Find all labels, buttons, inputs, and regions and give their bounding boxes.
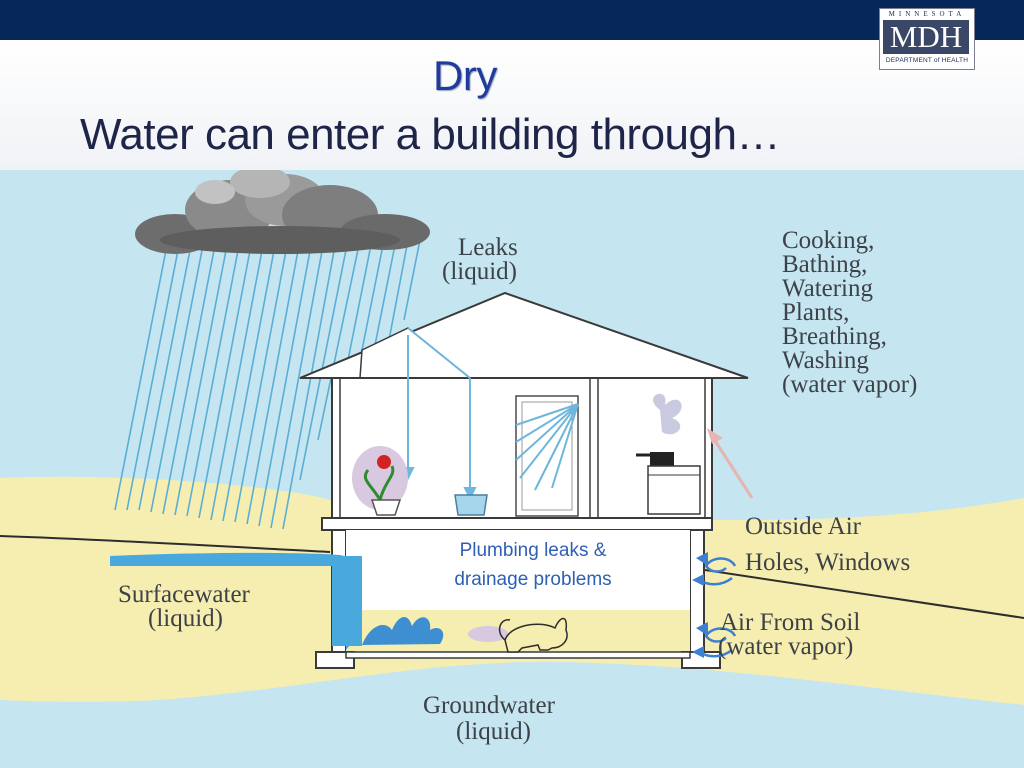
label-surfacewater: Surfacewater xyxy=(118,581,251,608)
label-leaks: Leaks xyxy=(458,234,518,261)
label-watering: Watering xyxy=(782,275,874,302)
label-washing: Washing xyxy=(782,347,869,374)
water-entry-diagram: Leaks (liquid) Cooking, Bathing, Waterin… xyxy=(0,170,1024,768)
basement-flood-splash xyxy=(362,616,444,645)
label-outside-air: Outside Air xyxy=(745,513,862,540)
top-banner xyxy=(0,0,1024,40)
cat xyxy=(498,617,568,653)
callout-line-2: drainage problems xyxy=(454,569,612,590)
groundwater-band xyxy=(0,661,1024,768)
houseplant xyxy=(352,446,408,516)
roof-leak-paths xyxy=(401,327,477,501)
callout-line-1: Plumbing leaks & xyxy=(459,540,607,561)
label-leaks-liquid: (liquid) xyxy=(442,258,517,285)
plumbing-callout: Plumbing leaks & drainage problems xyxy=(418,536,648,594)
ground-surface-line xyxy=(0,535,1024,619)
basement-floor xyxy=(345,651,691,659)
mdh-logo: MINNESOTA MDH DEPARTMENT of HEALTH xyxy=(879,8,975,70)
label-groundwater-liquid: (liquid) xyxy=(456,718,531,745)
logo-state: MINNESOTA xyxy=(888,10,966,18)
shower xyxy=(515,395,579,517)
label-groundwater: Groundwater xyxy=(423,692,556,719)
footing-left xyxy=(315,651,355,669)
slide-subtitle: Water can enter a building through… xyxy=(80,110,780,159)
basement-puddle xyxy=(468,626,508,642)
label-holes-windows: Holes, Windows xyxy=(745,549,910,576)
label-water-vapor: (water vapor) xyxy=(782,371,917,398)
logo-acronym: MDH xyxy=(883,20,969,54)
vapor-arrow xyxy=(707,428,754,499)
floor-slab xyxy=(321,517,713,531)
rain-cloud xyxy=(135,170,430,254)
label-soil-water-vapor: (water vapor) xyxy=(718,633,853,660)
label-bathing: Bathing, xyxy=(782,251,867,278)
basement-right-wall xyxy=(689,529,705,653)
slide-header xyxy=(0,40,1024,170)
label-surfacewater-liquid: (liquid) xyxy=(148,605,223,632)
air-arrowheads xyxy=(692,552,708,658)
label-plants: Plants, xyxy=(782,299,849,326)
stove xyxy=(636,393,701,515)
label-cooking: Cooking, xyxy=(782,227,874,254)
logo-department: DEPARTMENT of HEALTH xyxy=(885,57,969,64)
surfacewater-column xyxy=(332,556,362,646)
label-breathing: Breathing, xyxy=(782,323,887,350)
label-air-from-soil: Air From Soil xyxy=(720,609,860,636)
leak-bucket xyxy=(454,494,488,516)
slide-title: Dry xyxy=(433,52,497,99)
